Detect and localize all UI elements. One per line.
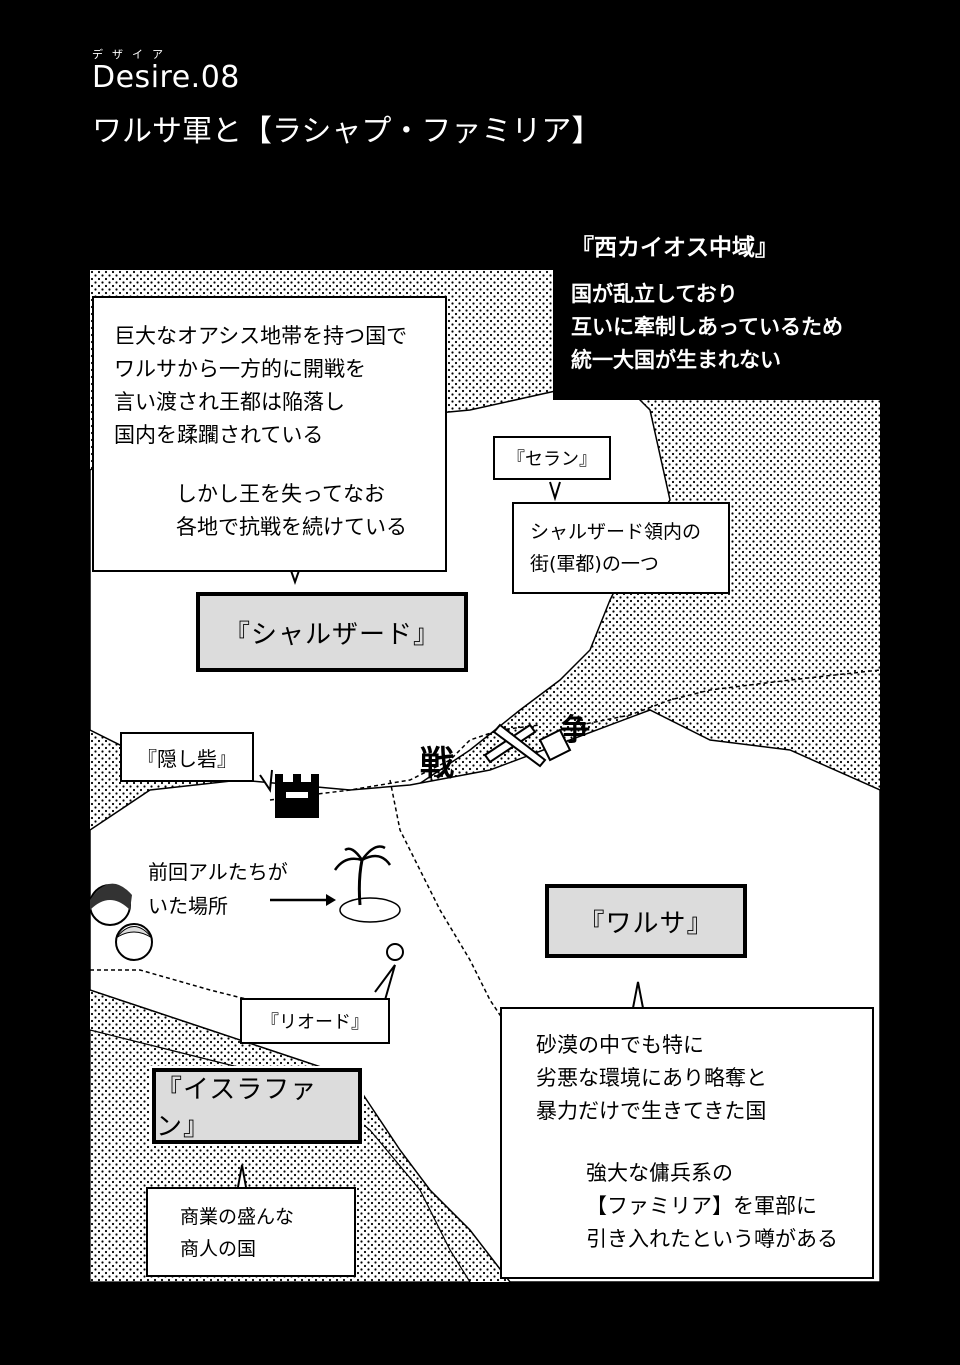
overview-caption: 『西カイオス中域』 国が乱立しており 互いに牽制しあっているため 統一大国が生ま…	[553, 220, 883, 400]
seran-note-text: シャルザード領内の 街(軍都)の一つ	[530, 521, 702, 575]
region-sharzard: 『シャルザード』	[194, 590, 470, 674]
previous-location-note: 前回アルたちが いた場所	[148, 860, 288, 918]
place-seran: 『セラン』	[493, 436, 611, 480]
chapter-title: ワルサ軍と【ラシャプ・ファミリア】	[92, 114, 602, 149]
fortress-icon	[275, 774, 319, 818]
israfan-note: 商業の盛んな 商人の国	[146, 1187, 356, 1277]
walsa-note-text-2: 強大な傭兵系の 【ファミリア】を軍部に 引き入れたという噂がある	[586, 1161, 838, 1251]
characters-icon	[89, 883, 153, 961]
region-israfan: 『イスラファン』	[150, 1066, 364, 1146]
sharzard-note: 巨大なオアシス地帯を持つ国で ワルサから一方的に開戦を 言い渡され王都は陥落し …	[92, 296, 447, 572]
place-riodo: 『リオード』	[240, 998, 390, 1044]
chapter-ruby: デザイア	[92, 48, 172, 61]
chapter-number: Desire.08	[92, 60, 240, 95]
overview-heading: 『西カイオス中域』	[571, 235, 778, 261]
sharzard-note-text: 巨大なオアシス地帯を持つ国で ワルサから一方的に開戦を 言い渡され王都は陥落し …	[114, 324, 408, 447]
walsa-note: 砂漠の中でも特に 劣悪な環境にあり略奪と 暴力だけで生きてきた国 強大な傭兵系の…	[500, 1007, 874, 1279]
walsa-note-text: 砂漠の中でも特に 劣悪な環境にあり略奪と 暴力だけで生きてきた国	[536, 1033, 767, 1123]
israfan-note-text: 商業の盛んな 商人の国	[180, 1206, 295, 1260]
overview-body: 国が乱立しており 互いに牽制しあっているため 統一大国が生まれない	[571, 282, 843, 372]
war-label-right: 争	[560, 713, 590, 748]
seran-note: シャルザード領内の 街(軍都)の一つ	[512, 502, 730, 594]
sharzard-note-text-2: しかし王を失ってなお 各地で抗戦を続けている	[176, 482, 407, 539]
oasis-icon	[333, 845, 401, 923]
crossed-swords-icon	[483, 723, 572, 768]
place-hidden-fort: 『隠し砦』	[120, 732, 254, 782]
war-label-left: 戦	[420, 744, 454, 784]
region-walsa: 『ワルサ』	[543, 882, 749, 960]
riodo-marker-icon	[386, 943, 404, 961]
